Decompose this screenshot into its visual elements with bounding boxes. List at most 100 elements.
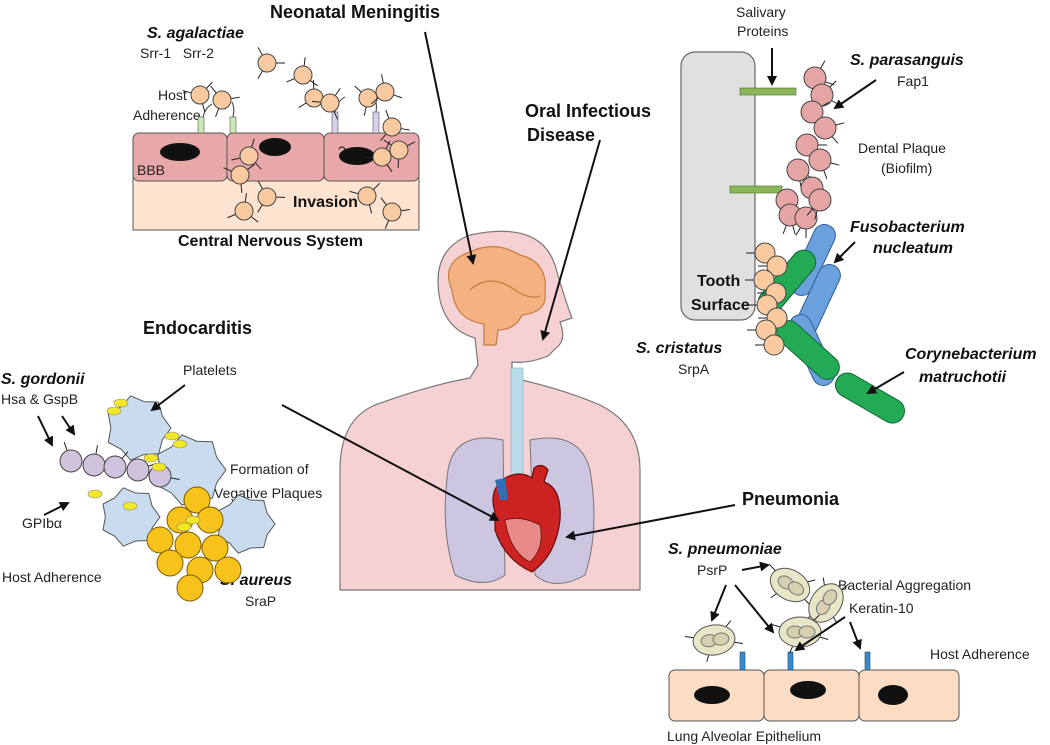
adhesin-fiber	[831, 100, 840, 106]
adhesin-fiber	[383, 139, 392, 146]
adhesin-fiber	[835, 122, 845, 126]
adhesin-fiber	[814, 210, 818, 220]
gbs-coccus	[349, 182, 381, 214]
adhesin-fiber	[384, 220, 390, 229]
coccus-body	[176, 574, 204, 602]
arrows	[37, 31, 905, 652]
keratin-receptor-1	[739, 651, 746, 671]
coccus-body	[257, 187, 277, 207]
coccus-body	[795, 133, 819, 157]
s-gordonii-coccus	[82, 445, 106, 477]
s-parasanguis-coccus	[813, 116, 845, 144]
arrow-hsa-1	[37, 415, 54, 447]
s-cristatus-chain	[745, 242, 788, 356]
adhesin-fiber	[349, 190, 359, 195]
meningitis-adhesins: Srr-1 Srr-2	[140, 45, 214, 61]
plaque-label-2: (Biofilm)	[881, 160, 932, 176]
gpib-receptor	[87, 489, 103, 499]
s-gordonii-coccus	[59, 442, 83, 473]
platelets-label: Platelets	[183, 362, 237, 378]
adhesin-fiber	[244, 193, 248, 203]
adhesin-fiber	[371, 97, 379, 105]
s-parasanguis-chain	[775, 60, 845, 238]
arrow-fuso	[833, 241, 856, 264]
coccus-body	[754, 242, 776, 264]
srr-receptor-2	[229, 116, 237, 134]
s-aureus-coccus	[176, 574, 204, 602]
adhesin-fiber	[257, 181, 264, 190]
adhesin-fiber	[354, 85, 362, 93]
alveolar-nucleus-1	[694, 686, 730, 704]
adhesin-fiber	[246, 164, 255, 171]
nucleus-1	[160, 143, 200, 161]
diplococcus-half	[798, 625, 816, 639]
endocarditis-panel: Endocarditis S. gordonii Hsa & GspB Plat…	[1, 318, 322, 609]
psrp-fiber	[733, 641, 744, 645]
arrow-platelets	[150, 384, 186, 412]
host-adherence-endo: Host Adherence	[2, 569, 102, 585]
s-parasanguis-coccus	[794, 206, 818, 238]
coccus-body	[156, 549, 184, 577]
coccus-body	[196, 506, 224, 534]
coccus-body	[763, 334, 785, 356]
s-parasanguis-label: S. parasanguis	[850, 52, 964, 69]
formation-label-1: Formation of	[230, 461, 309, 477]
adhesin-fiber	[230, 96, 240, 100]
salivary-protein-2	[729, 185, 783, 194]
coccus-body	[382, 117, 402, 137]
adhesin-fiber	[251, 138, 255, 148]
adhesin-fiber	[386, 164, 393, 173]
adhesin-fiber	[830, 162, 840, 166]
gpib-receptor	[176, 522, 192, 532]
s-aureus-cluster	[146, 486, 242, 602]
salivary-label-2: Proteins	[737, 23, 788, 39]
coccus-body	[239, 146, 259, 166]
adhesin-fiber	[380, 133, 387, 142]
cns-label: Central Nervous System	[178, 233, 363, 250]
srr-receptor-3	[331, 111, 339, 134]
adhesin-fiber	[121, 451, 129, 459]
coccus-body	[234, 201, 254, 221]
arrow-gpib	[43, 502, 70, 516]
keratin-receptor-3	[864, 651, 871, 671]
invasion-label: Invasion	[293, 194, 358, 211]
diplococcus-half	[788, 581, 805, 596]
adhesin-fiber	[215, 108, 220, 117]
s-aureus-coccus	[214, 556, 242, 584]
pneumococcus	[803, 577, 849, 624]
coccus-body	[753, 269, 775, 291]
tooth-label-1: Tooth	[697, 273, 740, 290]
gpib-receptors	[87, 398, 201, 532]
adhesin-fiber	[210, 85, 217, 94]
cns-tissue-band	[132, 177, 420, 231]
oral-title-2: Disease	[527, 125, 595, 145]
gbs-coccus	[364, 140, 393, 173]
arrow-meningitis-brain	[424, 31, 477, 265]
psrp-fiber	[684, 635, 695, 639]
adhesin-fiber	[400, 208, 410, 212]
fuso-label-2: nucleatum	[873, 240, 953, 257]
arrow-psrp-1	[710, 584, 727, 622]
oral-title-1: Oral Infectious	[525, 101, 651, 121]
arrow-keratin-2	[849, 621, 862, 650]
arrow-pneumonia-lung	[565, 504, 736, 541]
adhesin-fiber	[298, 102, 307, 108]
coccus-body	[786, 158, 810, 182]
coryne-label-2: matruchotii	[919, 369, 1007, 386]
arrow-psrp-2	[734, 584, 775, 634]
s-cristatus-coccus	[745, 269, 775, 291]
coccus-body	[382, 202, 402, 222]
left-lung	[444, 437, 506, 583]
coccus-body	[794, 206, 818, 230]
s-pneumoniae-label: S. pneumoniae	[668, 541, 782, 558]
adhesin-fiber	[223, 167, 232, 172]
gbs-coccus	[371, 74, 403, 105]
s-pneumoniae-cells	[684, 564, 849, 663]
salivary-label-1: Salivary	[736, 4, 786, 20]
epithelium-label: Lung Alveolar Epithelium	[667, 728, 821, 744]
diplococcus-half	[822, 589, 838, 606]
adhesin-fiber	[170, 477, 180, 480]
adhesin-fiber	[257, 47, 263, 56]
arrow-fap1	[833, 79, 877, 110]
gbs-coccus	[231, 138, 262, 170]
